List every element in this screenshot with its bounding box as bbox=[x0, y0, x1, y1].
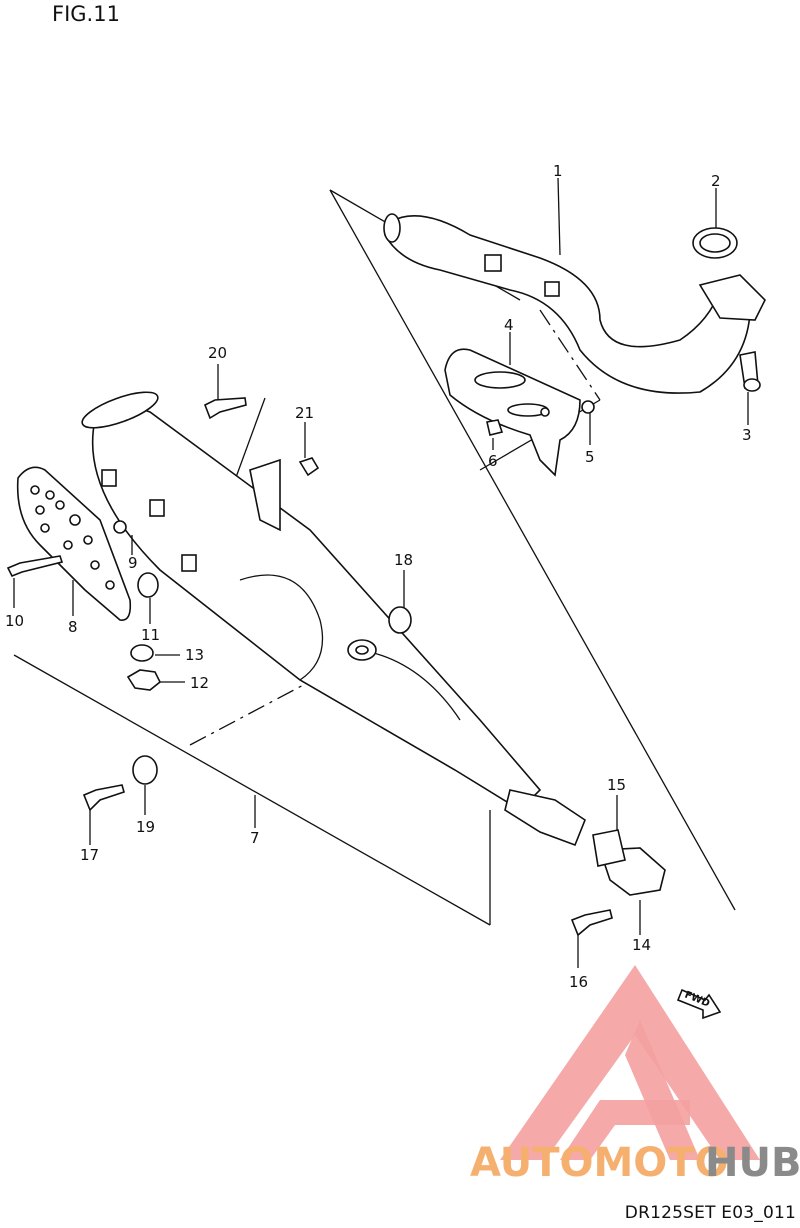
label-12: 12 bbox=[190, 674, 209, 692]
bolt-10 bbox=[6, 555, 64, 578]
label-20: 20 bbox=[208, 344, 227, 362]
label-5: 5 bbox=[585, 448, 595, 466]
muffler bbox=[81, 391, 586, 847]
label-1: 1 bbox=[553, 162, 563, 180]
watermark-text-right: HUB bbox=[705, 1140, 800, 1186]
group-outline-muffler bbox=[13, 397, 491, 926]
bolt-17 bbox=[82, 784, 125, 812]
watermark-text-left: AUTOMOTO bbox=[470, 1140, 729, 1186]
fwd-arrow: FWD bbox=[676, 988, 722, 1020]
collar-18 bbox=[388, 606, 412, 634]
collar-6 bbox=[486, 419, 504, 436]
bolt-20 bbox=[203, 397, 247, 420]
label-3: 3 bbox=[742, 426, 752, 444]
label-10: 10 bbox=[5, 612, 24, 630]
gasket-15 bbox=[592, 829, 626, 867]
gasket bbox=[692, 227, 738, 259]
label-21: 21 bbox=[295, 404, 314, 422]
label-7: 7 bbox=[250, 829, 260, 847]
label-9: 9 bbox=[128, 554, 138, 572]
label-19: 19 bbox=[136, 818, 155, 836]
nut-12 bbox=[126, 669, 162, 691]
label-13: 13 bbox=[185, 646, 204, 664]
figure-title: FIG.11 bbox=[52, 2, 120, 26]
label-6: 6 bbox=[488, 452, 498, 470]
label-11: 11 bbox=[141, 626, 160, 644]
part-labels: 1 2 3 4 5 6 7 8 9 10 11 12 13 14 15 16 1… bbox=[5, 162, 752, 991]
muffler-guard bbox=[16, 466, 132, 621]
bolt-16 bbox=[570, 909, 613, 937]
collar-13 bbox=[130, 644, 154, 662]
cushion-11 bbox=[137, 572, 159, 598]
nut-21 bbox=[298, 457, 320, 477]
bolt-3 bbox=[739, 351, 761, 392]
label-4: 4 bbox=[504, 316, 514, 334]
label-16: 16 bbox=[569, 973, 588, 991]
label-14: 14 bbox=[632, 936, 651, 954]
washer-9 bbox=[113, 520, 127, 534]
cushion-19 bbox=[132, 755, 158, 785]
label-8: 8 bbox=[68, 618, 78, 636]
watermark-logo: AUTOMOTO HUB bbox=[470, 965, 800, 1186]
head-pipe bbox=[383, 213, 766, 394]
label-15: 15 bbox=[607, 776, 626, 794]
figure-code: DR125SET E03_011 bbox=[624, 1203, 796, 1223]
leader-lines bbox=[13, 177, 749, 968]
heat-shield bbox=[444, 348, 581, 477]
washer-5 bbox=[581, 400, 595, 414]
label-2: 2 bbox=[711, 172, 721, 190]
label-18: 18 bbox=[394, 551, 413, 569]
label-17: 17 bbox=[80, 846, 99, 864]
